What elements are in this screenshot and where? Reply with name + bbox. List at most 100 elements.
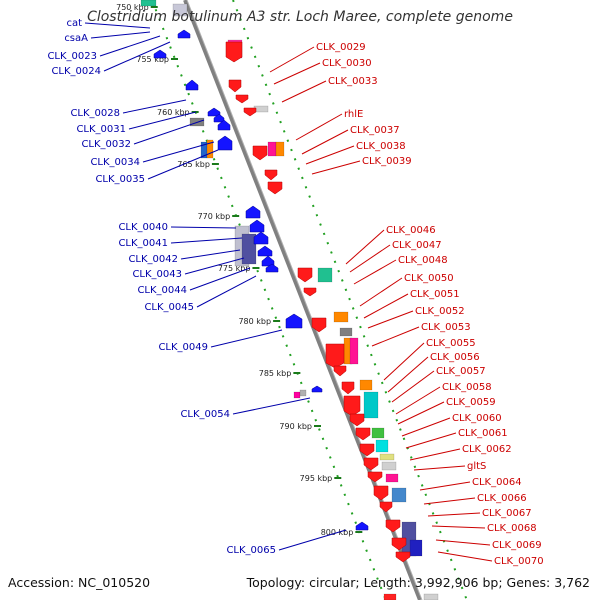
- reverse-gene-label: CLK_0032: [81, 139, 131, 150]
- gene-block-magenta: [349, 337, 359, 365]
- forward-gene-label: CLK_0048: [398, 255, 448, 266]
- forward-gene-leader: [363, 293, 409, 319]
- forward-gene-arrow: [379, 501, 393, 513]
- gene-block-gray: [299, 389, 307, 397]
- reverse-gene-arrow: [261, 255, 275, 267]
- forward-gene-arrow: [303, 287, 317, 297]
- reverse-gene-label: CLK_0031: [76, 124, 126, 135]
- accession-label: Accession: NC_010520: [8, 575, 151, 590]
- reverse-gene-label: CLK_0040: [118, 222, 168, 233]
- reverse-gene-leader: [142, 141, 215, 163]
- scale-label: 795 kbp: [300, 474, 333, 483]
- reverse-gene-arrow: [311, 385, 323, 393]
- reverse-gene-arrow: [207, 107, 221, 117]
- forward-gene-arrow: [225, 41, 243, 63]
- reverse-gene-label: CLK_0065: [226, 545, 276, 556]
- forward-gene-arrow: [367, 471, 383, 483]
- forward-gene-arrow: [391, 537, 407, 551]
- scale-label: 750 kbp: [116, 3, 149, 12]
- forward-gene-leader: [437, 551, 493, 562]
- scale-label: 790 kbp: [279, 422, 312, 431]
- forward-gene-label: CLK_0060: [452, 413, 502, 424]
- reverse-gene-label: CLK_0045: [144, 302, 194, 313]
- gene-block-gray: [381, 461, 397, 471]
- forward-gene-label: CLK_0046: [386, 225, 436, 236]
- forward-gene-label: rhlE: [344, 109, 363, 120]
- gene-block-orange: [206, 139, 214, 159]
- reverse-gene-label: CLK_0049: [158, 342, 208, 353]
- inner-tick-track: [151, 0, 387, 600]
- gene-block-purple: [241, 233, 257, 265]
- forward-gene-label: CLK_0050: [404, 273, 454, 284]
- forward-gene-arrow: [349, 413, 365, 427]
- gene-block-gray: [339, 327, 353, 337]
- reverse-gene-arrow: [285, 313, 303, 329]
- forward-gene-arrow: [355, 427, 371, 441]
- genome-summary: Topology: circular; Length: 3,992,906 bp…: [246, 575, 590, 590]
- gene-block-magenta: [293, 391, 301, 399]
- forward-gene-label: CLK_0067: [482, 508, 532, 519]
- gene-block-orange: [275, 141, 285, 157]
- forward-gene-leader: [367, 310, 414, 329]
- forward-gene-arrow: [343, 395, 361, 417]
- scale-label: 770 kbp: [198, 212, 231, 221]
- forward-gene-label: CLK_0059: [446, 397, 496, 408]
- reverse-gene-label: CLK_0023: [47, 51, 97, 62]
- reverse-gene-arrow: [249, 219, 265, 233]
- reverse-gene-arrow: [257, 245, 273, 257]
- gene-block-green: [371, 427, 385, 439]
- reverse-gene-arrow: [355, 521, 369, 531]
- reverse-gene-arrow: [217, 135, 233, 151]
- forward-gene-label: CLK_0068: [487, 523, 537, 534]
- forward-gene-leader: [371, 326, 420, 347]
- reverse-gene-arrow: [185, 79, 199, 91]
- forward-gene-leader: [409, 448, 461, 461]
- forward-gene-leader: [269, 46, 315, 73]
- reverse-gene-label: CLK_0044: [137, 285, 187, 296]
- forward-gene-leader: [387, 356, 429, 393]
- reverse-gene-leader: [99, 35, 161, 57]
- reverse-gene-label: CLK_0041: [118, 238, 168, 249]
- reverse-gene-leader: [133, 119, 205, 145]
- forward-gene-leader: [423, 497, 476, 505]
- forward-gene-leader: [301, 129, 349, 155]
- forward-gene-arrow: [333, 365, 347, 377]
- reverse-gene-leader: [180, 249, 241, 260]
- forward-gene-label: CLK_0030: [322, 58, 372, 69]
- forward-gene-label: CLK_0051: [410, 289, 460, 300]
- forward-gene-leader: [431, 525, 486, 529]
- forward-gene-arrow: [385, 519, 401, 533]
- forward-gene-label: CLK_0055: [426, 338, 476, 349]
- forward-gene-label: CLK_0070: [494, 556, 544, 567]
- forward-gene-leader: [305, 145, 355, 165]
- reverse-gene-arrow: [177, 29, 191, 39]
- forward-gene-label: CLK_0058: [442, 382, 492, 393]
- forward-gene-leader: [345, 229, 385, 265]
- gene-block-cyan: [363, 391, 379, 419]
- gene-block-magenta: [385, 473, 399, 483]
- gene-block-orange: [333, 311, 349, 323]
- forward-gene-arrow: [373, 485, 389, 501]
- forward-gene-label: CLK_0057: [436, 366, 486, 377]
- gene-block-red: [383, 593, 397, 600]
- gene-block-magenta: [267, 141, 277, 157]
- reverse-gene-label: csaA: [64, 33, 88, 44]
- forward-gene-label: CLK_0039: [362, 156, 412, 167]
- scale-label: 775 kbp: [218, 264, 251, 273]
- forward-gene-label: CLK_0062: [462, 444, 512, 455]
- reverse-gene-leader: [90, 31, 151, 39]
- forward-gene-arrow: [297, 267, 313, 283]
- forward-gene-arrow: [264, 169, 278, 181]
- outer-tick-track: [232, 0, 468, 600]
- forward-gene-arrow: [395, 551, 411, 563]
- forward-gene-leader: [419, 481, 471, 491]
- reverse-gene-leader: [184, 257, 245, 275]
- forward-gene-label: CLK_0033: [328, 76, 378, 87]
- forward-gene-leader: [397, 401, 445, 425]
- reverse-gene-leader: [147, 149, 219, 180]
- reverse-gene-leader: [170, 226, 237, 229]
- reverse-gene-arrow: [253, 231, 269, 245]
- reverse-gene-leader: [210, 329, 283, 348]
- reverse-gene-arrow: [217, 119, 231, 131]
